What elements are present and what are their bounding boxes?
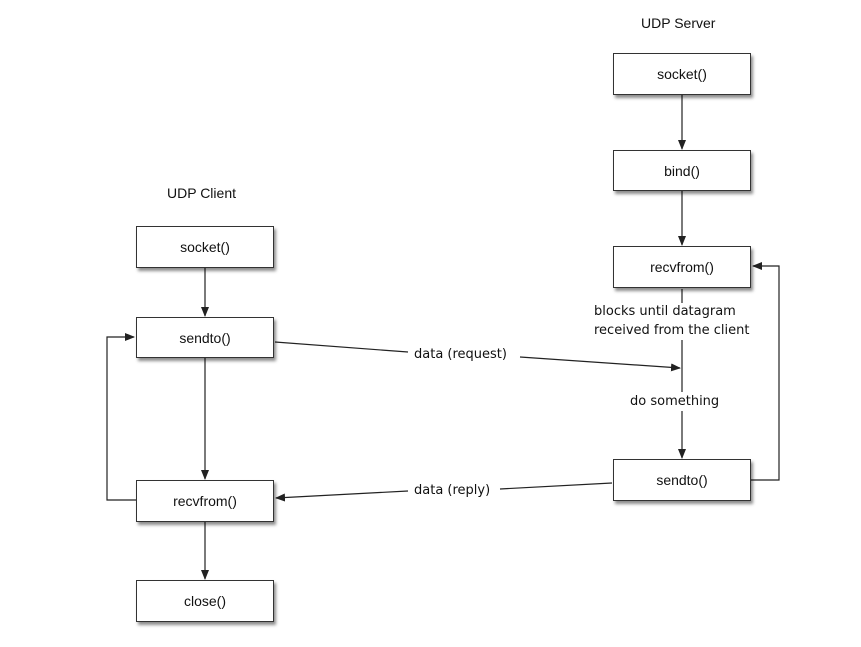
server-recvfrom-box: recvfrom() (613, 246, 751, 288)
line-request-part1 (274, 341, 409, 353)
server-bind-box: bind() (613, 150, 751, 191)
arrow-reply-part2 (275, 490, 409, 502)
data-request-label: data (request) (414, 346, 507, 363)
server-sendto-box: sendto() (613, 459, 751, 501)
received-from-client-label: received from the client (594, 322, 750, 339)
client-socket-box: socket() (136, 226, 274, 268)
arrow-client-loop-back (106, 333, 136, 501)
do-something-label: do something (630, 393, 720, 410)
client-recvfrom-box: recvfrom() (136, 480, 274, 522)
client-sendto-box: sendto() (136, 317, 274, 358)
line-reply-part1 (499, 482, 613, 490)
server-title: UDP Server (641, 15, 716, 31)
arrow-request-part2 (519, 356, 681, 372)
server-socket-box: socket() (613, 53, 751, 95)
arrow-server-loop-back (751, 262, 780, 481)
client-close-box: close() (136, 580, 274, 622)
data-reply-label: data (reply) (414, 482, 491, 499)
blocks-until-datagram-label: blocks until datagram (594, 303, 736, 320)
client-title: UDP Client (167, 185, 236, 201)
